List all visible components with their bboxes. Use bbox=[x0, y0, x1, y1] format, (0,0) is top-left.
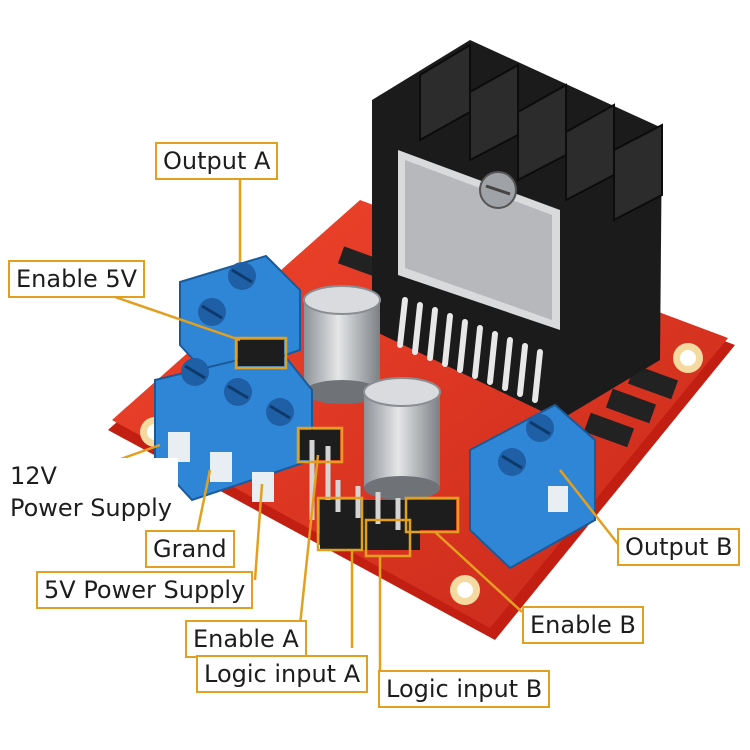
capacitor-2 bbox=[363, 377, 441, 500]
label-12v-power-supply: 12V Power Supply bbox=[4, 458, 178, 526]
label-enable-a: Enable A bbox=[185, 620, 307, 658]
leader-lines bbox=[114, 178, 619, 672]
driver-ic-pins bbox=[397, 297, 543, 403]
highlight-boxes bbox=[234, 336, 460, 558]
label-logic-input-b: Logic input B bbox=[378, 670, 551, 708]
terminal-block-output-b bbox=[469, 403, 596, 570]
heatsink bbox=[372, 40, 663, 420]
label-enable-5v: Enable 5V bbox=[8, 260, 146, 298]
label-logic-input-a: Logic input A bbox=[196, 655, 369, 693]
smd-diodes bbox=[338, 246, 679, 448]
label-output-a: Output A bbox=[155, 142, 279, 180]
label-5v-power-supply: 5V Power Supply bbox=[36, 571, 254, 609]
label-grand: Grand bbox=[145, 530, 235, 568]
jumper-enable-b bbox=[408, 500, 456, 530]
label-12v-line2: Power Supply bbox=[10, 494, 172, 522]
label-enable-b: Enable B bbox=[522, 606, 644, 644]
label-12v-line1: 12V bbox=[10, 462, 57, 490]
jumper-enable-5v bbox=[238, 340, 284, 366]
capacitor-1 bbox=[303, 285, 381, 404]
header-logic-inputs bbox=[320, 480, 420, 550]
label-output-b: Output B bbox=[617, 528, 741, 566]
